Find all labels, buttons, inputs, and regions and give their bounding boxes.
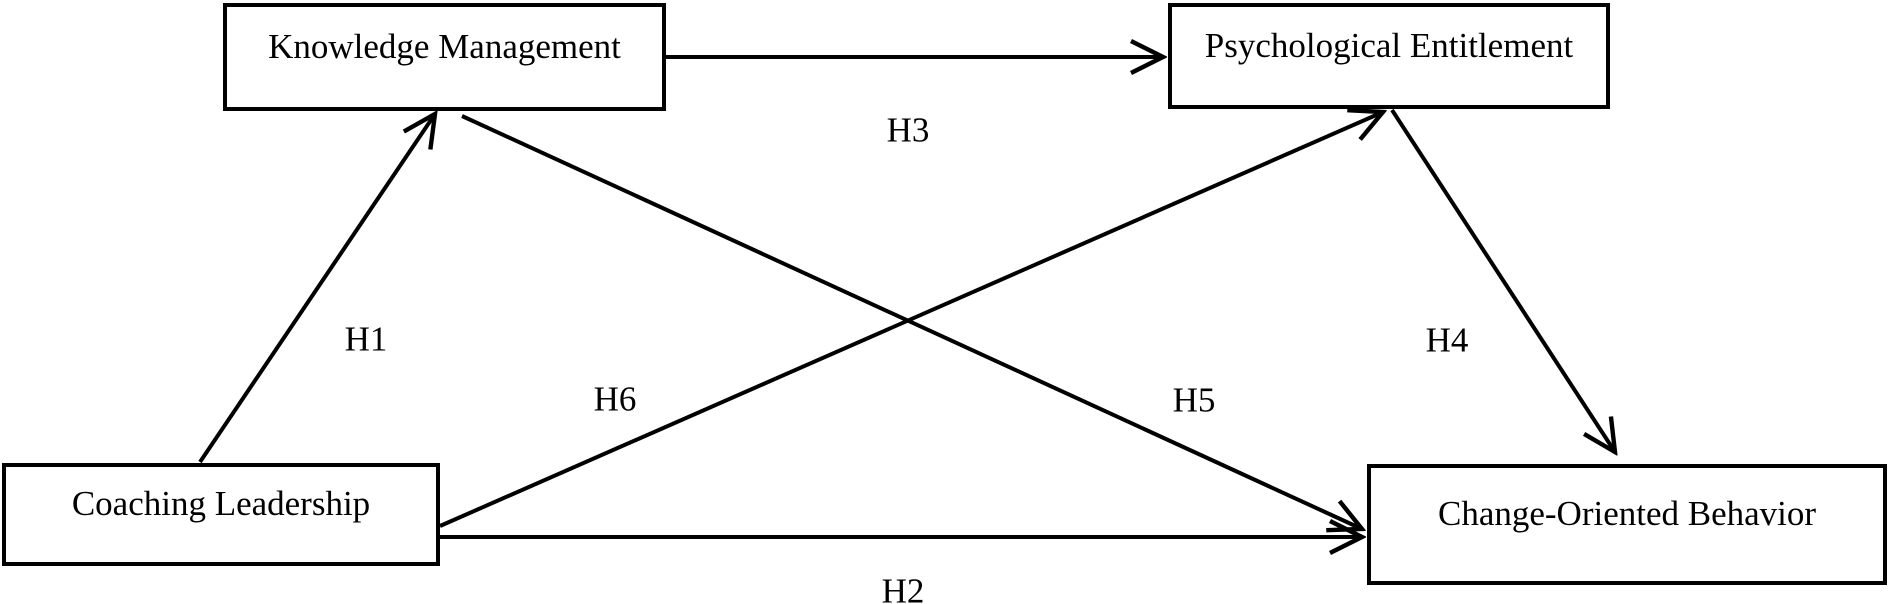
edge-h1-label: H1 bbox=[344, 319, 388, 359]
edge-h6-arrow bbox=[439, 112, 1383, 528]
node-coaching-leadership: Coaching Leadership bbox=[2, 463, 440, 566]
edge-h1-arrow bbox=[198, 114, 435, 464]
node-knowledge-management-label: Knowledge Management bbox=[268, 26, 621, 66]
node-knowledge-management: Knowledge Management bbox=[223, 3, 666, 111]
node-change-oriented-behavior-label: Change-Oriented Behavior bbox=[1437, 494, 1817, 533]
edge-h5-label: H5 bbox=[1172, 380, 1216, 420]
edge-h3-label: H3 bbox=[886, 110, 930, 150]
edge-h4-label: H4 bbox=[1425, 320, 1469, 360]
edge-h2-label: H2 bbox=[881, 571, 925, 604]
node-change-oriented-behavior: Change-Oriented Behavior bbox=[1367, 464, 1887, 585]
node-coaching-leadership-label: Coaching Leadership bbox=[71, 484, 371, 523]
node-psychological-entitlement: Psychological Entitlement bbox=[1168, 3, 1610, 109]
node-psychological-entitlement-label: Psychological Entitlement bbox=[1204, 25, 1574, 65]
edge-h4-arrow bbox=[1390, 108, 1615, 452]
edge-h6-label: H6 bbox=[593, 379, 637, 419]
edge-h5-arrow bbox=[461, 114, 1362, 529]
